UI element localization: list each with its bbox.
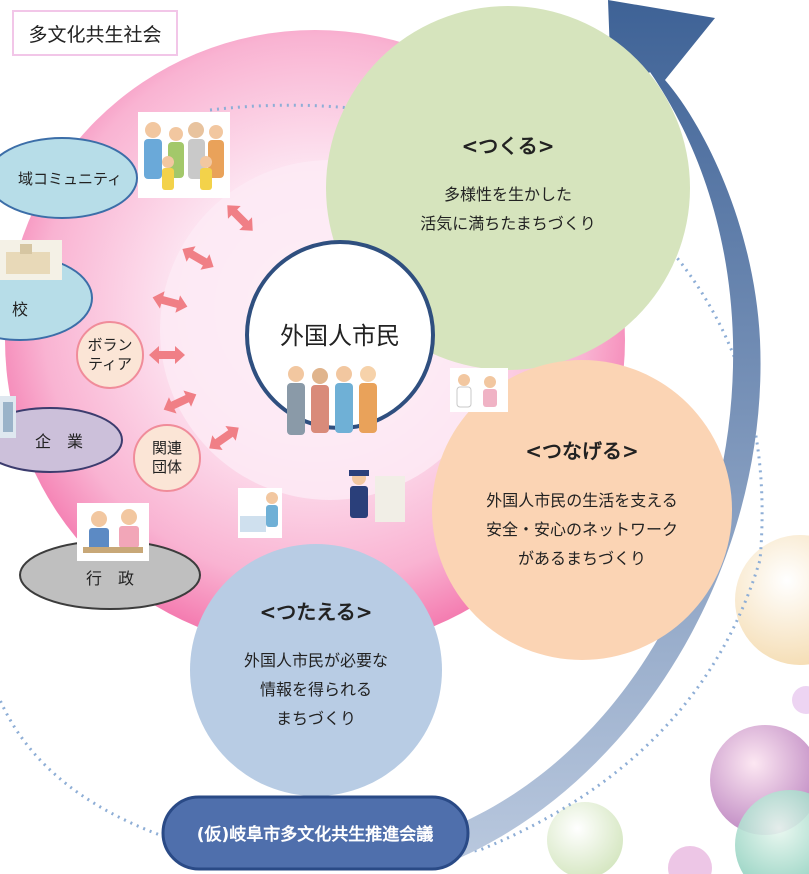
decor-bubble xyxy=(792,686,809,714)
volunteer-circle xyxy=(76,321,144,389)
cycle-arrow xyxy=(445,0,761,860)
page-title: 多文化共生社会 xyxy=(12,10,178,56)
goal-tsutaeru-circle xyxy=(190,544,442,796)
government-illustration xyxy=(77,503,149,561)
link-arrow xyxy=(152,291,188,313)
link-arrow xyxy=(149,346,185,364)
clinic-illustration xyxy=(450,368,508,412)
link-arrow xyxy=(227,205,253,231)
community-ellipse xyxy=(0,137,138,219)
family-illustration xyxy=(138,112,230,198)
police-illustration xyxy=(349,470,405,522)
council-label: (仮)岐阜市多文化共生推進会議 xyxy=(196,825,434,845)
goal-tsutaeru-heading: <つたえる> xyxy=(259,600,373,624)
goal-tsunageru-body: 外国人市民の生活を支える 安全・安心のネットワーク があるまちづくり xyxy=(485,491,678,568)
center-citizen-label: 外国人市民 xyxy=(280,322,400,350)
link-arrow xyxy=(182,246,214,270)
business-ellipse xyxy=(0,407,123,473)
related-circle xyxy=(133,424,201,492)
goal-tsunageru-circle xyxy=(432,360,732,660)
goal-tsukuru-circle xyxy=(326,6,690,370)
office-illustration xyxy=(0,396,16,438)
link-arrow xyxy=(163,390,197,414)
decor-bubble xyxy=(668,846,712,874)
decor-bubble xyxy=(547,802,623,874)
goal-tsukuru-body: 多様性を生かした 活気に満ちたまちづくり xyxy=(420,185,596,233)
actor-volunteer-label: ボラン ティア xyxy=(87,336,133,373)
goal-tsutaeru-body: 外国人市民が必要な 情報を得られる まちづくり xyxy=(243,651,388,728)
link-arrows xyxy=(149,205,253,450)
actor-government-label: 行 政 xyxy=(85,569,134,588)
council-pill xyxy=(161,795,470,871)
center-people-illustration xyxy=(287,366,377,435)
goal-tsukuru-heading: <つくる> xyxy=(461,134,555,158)
decor-bubble xyxy=(735,790,809,874)
link-arrow xyxy=(209,426,239,450)
school-illustration xyxy=(0,240,62,280)
goal-tsunageru-heading: <つなげる> xyxy=(525,439,639,463)
actor-related-label: 関連 団体 xyxy=(151,439,182,476)
actor-business-label: 企 業 xyxy=(34,432,83,451)
actor-community-label: 域コミュニティ xyxy=(17,170,123,188)
decor-bubble xyxy=(735,535,809,665)
desk-illustration xyxy=(238,488,282,538)
actor-school-label: 校 xyxy=(11,300,28,319)
